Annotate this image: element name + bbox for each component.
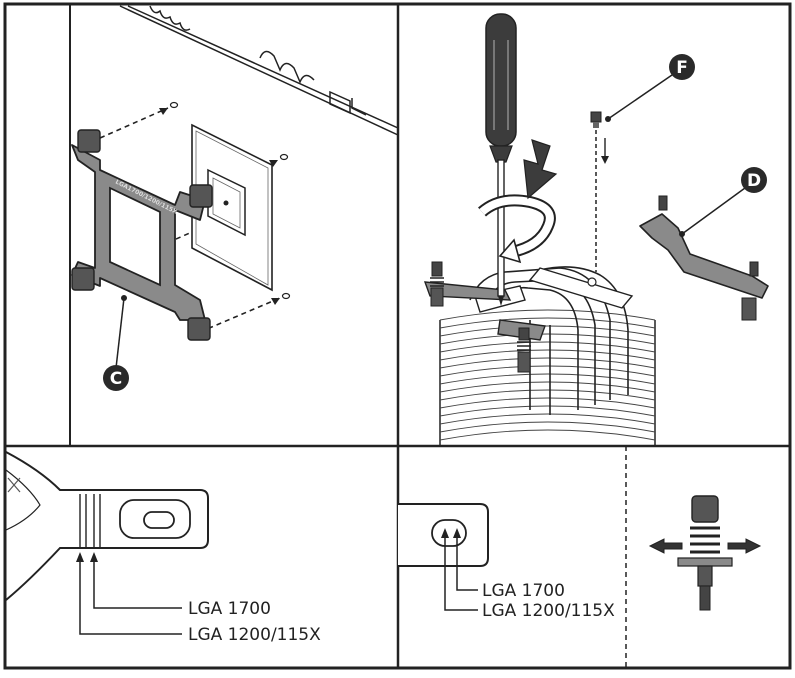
panel-frames bbox=[3, 2, 792, 670]
mounting-detail-panel: LGA 1700 LGA 1200/115X bbox=[398, 446, 762, 668]
callout-c: C bbox=[103, 295, 129, 391]
cooler-panel: F D bbox=[423, 13, 769, 446]
backplate-bracket: LGA1700/1200/115X bbox=[71, 129, 213, 341]
callout-f: F bbox=[605, 54, 695, 122]
callout-d: D bbox=[679, 167, 767, 237]
callout-d-label: D bbox=[747, 171, 761, 191]
motherboard-edge bbox=[119, 5, 399, 136]
bracket-label-lga1200: LGA 1200/115X bbox=[188, 625, 321, 645]
spring-screw-left bbox=[430, 261, 444, 307]
retention-bracket bbox=[639, 195, 769, 321]
fin-lines bbox=[439, 309, 656, 441]
mounting-label-lga1700: LGA 1700 bbox=[482, 581, 565, 601]
direction-arrows bbox=[648, 538, 762, 554]
spring-screw-detail bbox=[677, 495, 733, 611]
screw-arrowheads bbox=[159, 108, 280, 305]
rotation-arrow bbox=[478, 194, 556, 264]
callout-f-label: F bbox=[676, 58, 688, 78]
bracket-detail-panel: LGA 1700 LGA 1200/115X bbox=[5, 451, 321, 645]
heatsink-fins bbox=[439, 309, 656, 446]
standoff-nuts bbox=[169, 101, 291, 300]
callout-c-label: C bbox=[110, 369, 122, 389]
spring-screw-front bbox=[517, 327, 531, 373]
backplate-panel: LGA1700/1200/115X C bbox=[71, 5, 399, 391]
bracket-label-lga1700: LGA 1700 bbox=[188, 599, 271, 619]
mounting-label-lga1200: LGA 1200/115X bbox=[482, 601, 615, 621]
screwdriver bbox=[485, 13, 517, 306]
screw-f bbox=[590, 111, 609, 272]
press-down-arrow bbox=[523, 139, 558, 200]
